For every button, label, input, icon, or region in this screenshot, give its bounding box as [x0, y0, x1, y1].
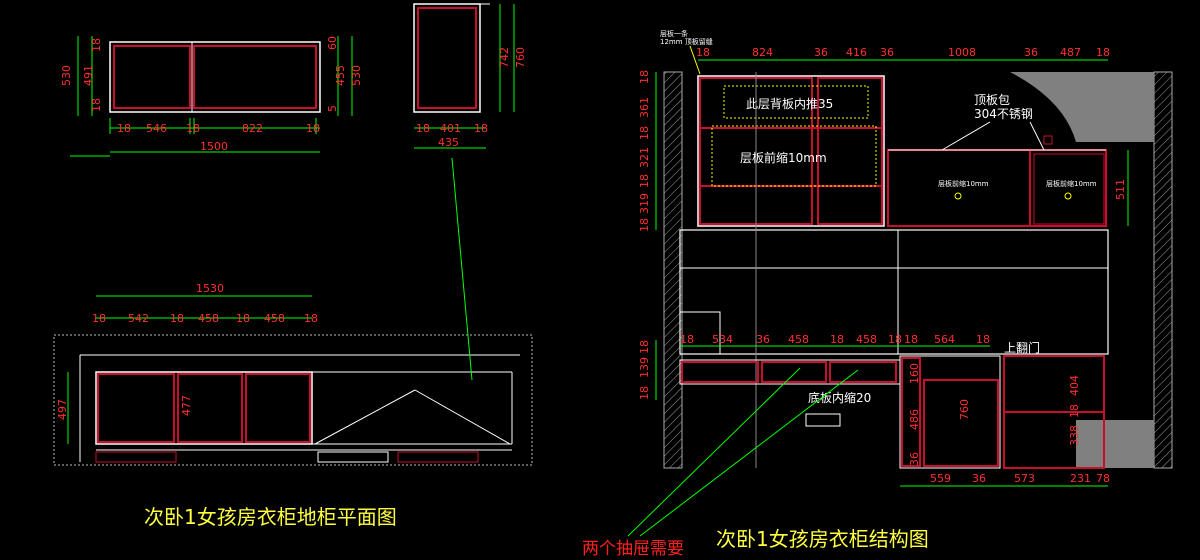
dim-label: 231: [1070, 472, 1091, 485]
dim-label: 458: [856, 333, 877, 346]
dim-label: 321: [638, 147, 651, 168]
dim-label: 60: [326, 36, 339, 50]
dim-label: 18: [638, 174, 651, 188]
top-left-elevation: 18 546 18 822 18 1500 530 18 491 18 60 4…: [60, 36, 363, 157]
dim-label: 564: [934, 333, 955, 346]
dim-label: 1008: [948, 46, 976, 59]
dim-label: 18: [304, 312, 318, 325]
dim-label: 160: [908, 363, 921, 384]
dim-label: 822: [242, 122, 263, 135]
dim-label: 404: [1068, 375, 1081, 396]
dim-label: 18: [474, 122, 488, 135]
dim-label: 487: [1060, 46, 1081, 59]
dim-label: 458: [788, 333, 809, 346]
dim-label: 455: [334, 65, 347, 86]
dim-label: 18: [976, 333, 990, 346]
dim-label: 486: [908, 409, 921, 430]
dim-label: 36: [972, 472, 986, 485]
dim-label: 18: [1068, 404, 1081, 418]
note-bottom-panel: 底板内缩20: [808, 390, 871, 405]
dim-label: 18: [117, 122, 131, 135]
dim-total: 1530: [196, 282, 224, 295]
dim-label: 18: [638, 126, 651, 140]
dim-label: 546: [146, 122, 167, 135]
dim-label: 36: [908, 452, 921, 466]
dim-label: 573: [1014, 472, 1035, 485]
dim-label: 18: [830, 333, 844, 346]
dim-label: 18: [236, 312, 250, 325]
dim-label: 530: [350, 65, 363, 86]
dim-label: 78: [1096, 472, 1110, 485]
dim-label: 18: [638, 340, 651, 354]
dim-label: 18: [170, 312, 184, 325]
dim-label: 18: [306, 122, 320, 135]
dim-label: 18: [92, 312, 106, 325]
dim-label: 338: [1068, 425, 1081, 446]
dim-label: 824: [752, 46, 773, 59]
dim-label: 18: [416, 122, 430, 135]
dim-label: 319: [638, 193, 651, 214]
dim-label: 458: [198, 312, 219, 325]
dim-label: 477: [180, 395, 193, 416]
note-flip-door: 上翻门: [1004, 340, 1040, 355]
leader-line: [627, 367, 801, 537]
dim-label: 139: [638, 357, 651, 378]
dim-label: 491: [82, 65, 95, 86]
leader-line: [639, 369, 859, 537]
dim-total: 435: [438, 136, 459, 149]
dim-total: 1500: [200, 140, 228, 153]
dim-label: 18: [90, 38, 103, 52]
note-corner-1: 层板一条: [660, 29, 688, 38]
note-stainless: 304不锈钢: [974, 107, 1033, 121]
dim-label: 530: [60, 65, 73, 86]
dim-label: 18: [638, 70, 651, 84]
title-structure: 次卧1女孩房衣柜结构图: [716, 527, 929, 551]
dim-label: 458: [264, 312, 285, 325]
dim-label: 416: [846, 46, 867, 59]
note-drawers: 两个抽屉需要: [582, 539, 684, 559]
title-floor-plan: 次卧1女孩房衣柜地柜平面图: [144, 505, 397, 529]
floor-plan: 1530 18 542 18 458 18 458 18 497 477: [53, 282, 533, 466]
dim-label: 18: [1096, 46, 1110, 59]
dim-label: 760: [514, 47, 527, 68]
note-back-panel: 此层背板内推35: [746, 97, 833, 111]
dim-label: 361: [638, 97, 651, 118]
dim-label: 18: [696, 46, 710, 59]
note-tiny-b: 层板前缩10mm: [1046, 179, 1097, 188]
dim-label: 559: [930, 472, 951, 485]
dim-label: 401: [440, 122, 461, 135]
dim-label: 18: [888, 333, 902, 346]
note-corner-2: 12mm 顶板留缝: [660, 37, 713, 46]
note-top-wrap: 顶板包: [974, 93, 1010, 107]
dim-label: 18: [904, 333, 918, 346]
dim-label: 36: [880, 46, 894, 59]
leader-line: [451, 157, 473, 381]
dim-label: 742: [498, 47, 511, 68]
structure-elevation: 此层背板内推35 层板前缩10mm 层板前缩10mm 层板前缩10mm 顶板包 …: [638, 29, 1173, 487]
dim-label: 18: [90, 98, 103, 112]
note-shelf-front: 层板前缩10mm: [740, 150, 827, 165]
dim-label: 760: [958, 399, 971, 420]
dim-label: 18: [638, 386, 651, 400]
dim-label: 542: [128, 312, 149, 325]
dim-label: 497: [56, 399, 69, 420]
note-tiny-a: 层板前缩10mm: [938, 179, 989, 188]
dim-label: 511: [1114, 179, 1127, 200]
dim-label: 18: [680, 333, 694, 346]
dim-label: 36: [1024, 46, 1038, 59]
side-view: 18 401 18 435 742 760: [413, 3, 527, 149]
dim-label: 534: [712, 333, 733, 346]
dim-label: 5: [326, 105, 339, 112]
dim-label: 18: [186, 122, 200, 135]
dim-label: 18: [638, 218, 651, 232]
dim-label: 36: [814, 46, 828, 59]
dim-label: 36: [756, 333, 770, 346]
